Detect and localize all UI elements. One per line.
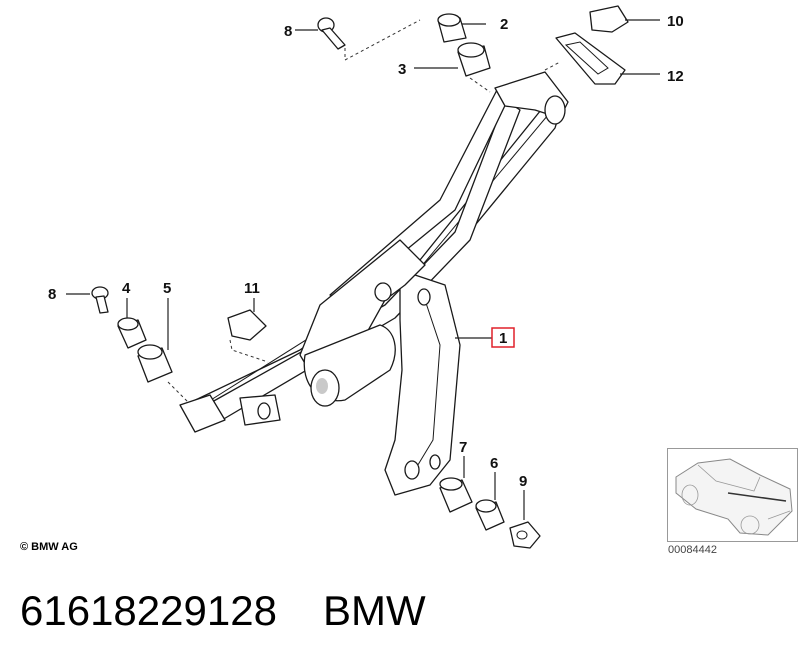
- callout-4: 4: [122, 280, 131, 297]
- nut-lower: [509, 521, 541, 549]
- callout-2: 2: [500, 16, 508, 33]
- part-number: 61618229128: [20, 587, 277, 634]
- callout-7: 7: [459, 439, 467, 456]
- vehicle-location-thumbnail: [667, 448, 798, 542]
- top-bushing-axis: [469, 77, 491, 93]
- brand-name: BMW: [322, 587, 426, 634]
- callout-3: 3: [398, 61, 406, 78]
- bushing-left: [117, 317, 147, 349]
- callout-10: 10: [667, 13, 684, 30]
- cap-middle: [227, 309, 267, 341]
- callout-8-left: 8: [48, 286, 56, 303]
- callout-9: 9: [519, 473, 527, 490]
- part-number-line: 61618229128 BMW: [20, 586, 426, 636]
- callout-1-highlight-box: [491, 327, 515, 348]
- bushing-lower: [439, 477, 473, 513]
- gasket-top-right: [555, 32, 626, 85]
- bolt-top: [317, 17, 346, 50]
- car-outline-icon: [675, 458, 793, 536]
- bolt-left: [91, 286, 109, 314]
- wiper-linkage-assembly: [179, 71, 569, 496]
- callout-5: 5: [163, 280, 171, 297]
- leader-lines: [66, 19, 660, 520]
- callout-8-top: 8: [284, 23, 292, 40]
- copyright-label: © BMW AG: [20, 541, 78, 553]
- bushing-left-large: [137, 344, 173, 383]
- bolt-top-axis: [344, 19, 421, 61]
- cap-top-right: [589, 5, 629, 33]
- thumbnail-id: 00084442: [668, 544, 717, 556]
- bushing-top-lower: [457, 42, 491, 77]
- bushing-top: [437, 13, 467, 43]
- cap-middle-axis: [229, 339, 269, 363]
- callout-11: 11: [244, 280, 260, 297]
- left-bushing-axis: [167, 381, 189, 403]
- top-right-axis: [544, 61, 561, 71]
- callout-6: 6: [490, 455, 498, 472]
- callout-12: 12: [667, 68, 684, 85]
- exploded-parts-diagram: 8 2 3 10 12 8 4 5 11 1 7 6 9: [48, 5, 684, 549]
- sleeve-lower: [475, 499, 505, 531]
- callout-1: 1: [499, 330, 507, 347]
